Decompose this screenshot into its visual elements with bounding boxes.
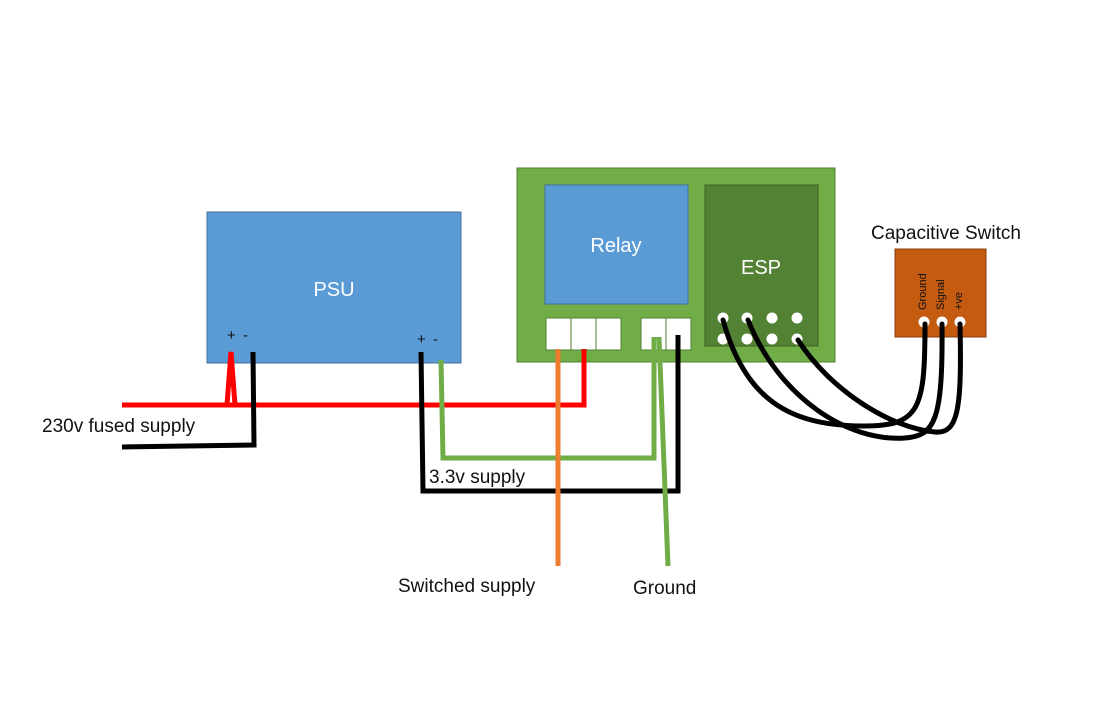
dc-supply-label: 3.3v supply <box>429 467 526 488</box>
ground-output-wire <box>656 336 671 567</box>
switch-signal-wire <box>745 317 945 441</box>
switch-positive-wire <box>795 321 963 435</box>
psu-live-wire <box>224 351 238 406</box>
switch-pin-signal-label: Signal <box>935 279 947 310</box>
switch-pin-positive-label: +ve <box>953 292 965 310</box>
psu-dc-plus-label: + <box>417 331 426 348</box>
dc-positive-wire <box>418 335 681 494</box>
relay-title: Relay <box>590 235 641 257</box>
psu-ac-plus-label: + <box>227 327 236 344</box>
capacitive-switch-title: Capacitive Switch <box>871 223 1021 244</box>
relay-terminal-2 <box>570 317 597 351</box>
relay-terminal-3 <box>595 317 622 351</box>
relay-box <box>544 184 689 305</box>
dc-ground-wire <box>438 337 657 461</box>
esp-pin <box>791 312 803 324</box>
psu-box <box>206 211 462 364</box>
psu-title: PSU <box>313 279 354 301</box>
switch-ground-wire <box>720 317 928 429</box>
mains-supply-label: 230v fused supply <box>42 416 196 437</box>
esp-pin <box>766 333 778 345</box>
relay-terminal-1 <box>545 317 572 351</box>
switched-supply-label: Switched supply <box>398 576 536 597</box>
esp-title: ESP <box>741 257 781 279</box>
switch-pin-ground-label: Ground <box>917 273 929 310</box>
esp-pin <box>741 333 753 345</box>
mains-live-wire <box>122 349 587 408</box>
esp-pin <box>766 312 778 324</box>
mains-neutral-wire <box>121 351 257 450</box>
psu-ac-minus-label: - <box>243 327 248 344</box>
psu-dc-minus-label: - <box>433 331 438 348</box>
ground-label: Ground <box>633 578 696 599</box>
